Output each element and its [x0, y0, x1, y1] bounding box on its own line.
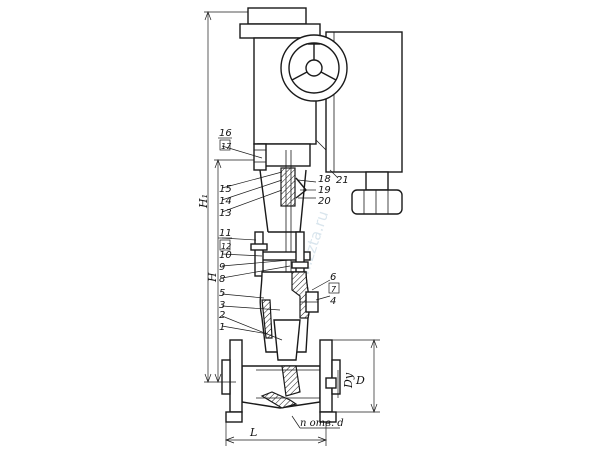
callout-7: 7 [331, 285, 337, 294]
callout-labels: 16 17 15 14 13 11 12 10 9 8 5 3 2 1 18 1… [218, 128, 349, 333]
bonnet-flange [250, 231, 311, 277]
dimension-d: D [332, 339, 380, 413]
dimension-holes-label: n отв. d [300, 418, 344, 429]
callout-20: 20 [318, 196, 331, 207]
yoke-and-stem [259, 150, 307, 360]
callout-3: 3 [219, 300, 225, 311]
callout-14: 14 [219, 196, 232, 207]
dimension-h1-label: H₁ [197, 194, 210, 209]
callout-13: 13 [219, 208, 232, 219]
dimension-holes: n отв. d [291, 415, 344, 429]
left-flange [221, 339, 243, 423]
callout-6: 6 [330, 272, 336, 283]
callout-21: 21 [336, 175, 349, 186]
right-flange [319, 339, 341, 423]
dimension-h: H [206, 159, 254, 383]
callout-1: 1 [219, 322, 225, 333]
handwheel-icon [280, 34, 348, 102]
dimension-h1: H₁ [197, 11, 248, 383]
callout-11: 11 [219, 228, 232, 239]
callout-4: 4 [330, 296, 336, 307]
callout-5: 5 [219, 288, 225, 299]
dimension-d-label: D [355, 374, 365, 387]
dimension-l-label: L [249, 426, 257, 439]
callout-9: 9 [219, 262, 225, 273]
dimension-h-label: H [206, 272, 219, 283]
callout-18: 18 [318, 174, 331, 185]
callout-17: 17 [221, 142, 232, 151]
callout-16: 16 [219, 128, 232, 139]
dimension-dn-label: Dy [342, 372, 355, 389]
callout-2: 2 [219, 310, 225, 321]
dimension-dn: Dy [337, 370, 355, 398]
callout-19: 19 [318, 185, 331, 196]
callout-12: 12 [221, 242, 231, 251]
callout-8: 8 [219, 274, 225, 285]
valve-body [241, 271, 326, 409]
dimension-l: L [225, 422, 327, 446]
callout-15: 15 [219, 184, 232, 195]
leader-lines [221, 145, 339, 341]
callout-10: 10 [219, 250, 232, 261]
